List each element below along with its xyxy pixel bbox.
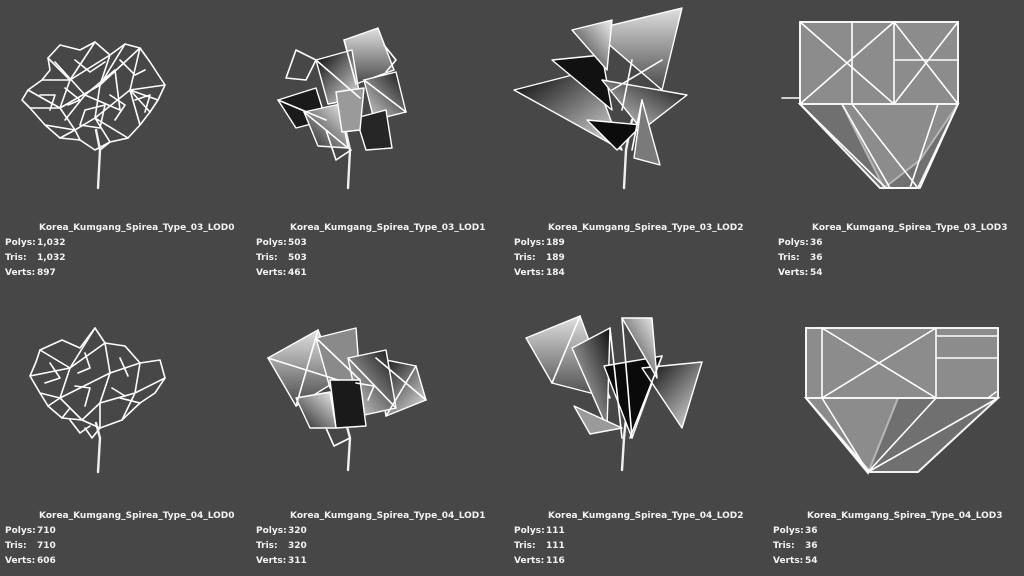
lod-cell-type04-lod1[interactable]: Korea_Kumgang_Spirea_Type_04_LOD1 Polys:… [256, 288, 512, 576]
verts-value: 461 [288, 268, 307, 278]
verts-value: 54 [805, 556, 818, 566]
polys-label: Polys: [256, 238, 287, 248]
verts-value: 184 [546, 268, 565, 278]
polys-value: 189 [546, 238, 565, 248]
tris-label: Tris: [256, 253, 278, 263]
verts-value: 606 [37, 556, 56, 566]
polys-value: 1,032 [37, 238, 66, 248]
mesh-viewport-type04-lod2[interactable] [512, 288, 768, 488]
verts-label: Verts: [514, 268, 545, 278]
tris-value: 36 [805, 541, 818, 551]
verts-label: Verts: [5, 556, 36, 566]
verts-label: Verts: [778, 268, 809, 278]
verts-label: Verts: [256, 556, 287, 566]
lod-name: Korea_Kumgang_Spirea_Type_03_LOD0 [39, 223, 235, 233]
mesh-viewport-type03-lod3[interactable] [768, 0, 1024, 200]
polys-label: Polys: [5, 526, 36, 536]
polys-value: 36 [805, 526, 818, 536]
tris-value: 36 [810, 253, 823, 263]
lod-cell-type04-lod3[interactable]: Korea_Kumgang_Spirea_Type_04_LOD3 Polys:… [768, 288, 1024, 576]
verts-label: Verts: [773, 556, 804, 566]
lod-cell-type04-lod0[interactable]: Korea_Kumgang_Spirea_Type_04_LOD0 Polys:… [0, 288, 256, 576]
tris-label: Tris: [514, 253, 536, 263]
tris-value: 189 [546, 253, 565, 263]
verts-value: 897 [37, 268, 56, 278]
mesh-viewport-type03-lod1[interactable] [256, 0, 512, 200]
lod-cell-type03-lod3[interactable]: Korea_Kumgang_Spirea_Type_03_LOD3 Polys:… [768, 0, 1024, 288]
tris-label: Tris: [773, 541, 795, 551]
tris-label: Tris: [778, 253, 800, 263]
lod-cell-type03-lod2[interactable]: Korea_Kumgang_Spirea_Type_03_LOD2 Polys:… [512, 0, 768, 288]
lod-cell-type04-lod2[interactable]: Korea_Kumgang_Spirea_Type_04_LOD2 Polys:… [512, 288, 768, 576]
lod-name: Korea_Kumgang_Spirea_Type_03_LOD1 [290, 223, 486, 233]
tris-label: Tris: [5, 253, 27, 263]
lod-name: Korea_Kumgang_Spirea_Type_04_LOD3 [807, 511, 1003, 521]
polys-value: 320 [288, 526, 307, 536]
lod-cell-type03-lod1[interactable]: Korea_Kumgang_Spirea_Type_03_LOD1 Polys:… [256, 0, 512, 288]
polys-label: Polys: [514, 238, 545, 248]
polys-label: Polys: [256, 526, 287, 536]
tris-label: Tris: [5, 541, 27, 551]
tris-value: 1,032 [37, 253, 66, 263]
polys-label: Polys: [5, 238, 36, 248]
tris-label: Tris: [256, 541, 278, 551]
polys-value: 710 [37, 526, 56, 536]
tris-value: 320 [288, 541, 307, 551]
tris-value: 710 [37, 541, 56, 551]
verts-label: Verts: [256, 268, 287, 278]
tris-value: 503 [288, 253, 307, 263]
lod-name: Korea_Kumgang_Spirea_Type_03_LOD3 [812, 223, 1008, 233]
polys-value: 36 [810, 238, 823, 248]
tris-value: 111 [546, 541, 565, 551]
lod-name: Korea_Kumgang_Spirea_Type_03_LOD2 [548, 223, 744, 233]
polys-label: Polys: [514, 526, 545, 536]
verts-label: Verts: [514, 556, 545, 566]
verts-label: Verts: [5, 268, 36, 278]
mesh-viewport-type03-lod0[interactable] [0, 0, 256, 200]
mesh-viewport-type04-lod1[interactable] [256, 288, 512, 488]
tris-label: Tris: [514, 541, 536, 551]
polys-label: Polys: [773, 526, 804, 536]
lod-name: Korea_Kumgang_Spirea_Type_04_LOD1 [290, 511, 486, 521]
lod-name: Korea_Kumgang_Spirea_Type_04_LOD0 [39, 511, 235, 521]
polys-label: Polys: [778, 238, 809, 248]
lod-name: Korea_Kumgang_Spirea_Type_04_LOD2 [548, 511, 744, 521]
polys-value: 111 [546, 526, 565, 536]
lod-cell-type03-lod0[interactable]: Korea_Kumgang_Spirea_Type_03_LOD0 Polys:… [0, 0, 256, 288]
mesh-viewport-type03-lod2[interactable] [512, 0, 768, 200]
verts-value: 116 [546, 556, 565, 566]
mesh-viewport-type04-lod0[interactable] [0, 288, 256, 488]
verts-value: 311 [288, 556, 307, 566]
verts-value: 54 [810, 268, 823, 278]
polys-value: 503 [288, 238, 307, 248]
mesh-viewport-type04-lod3[interactable] [768, 288, 1024, 488]
